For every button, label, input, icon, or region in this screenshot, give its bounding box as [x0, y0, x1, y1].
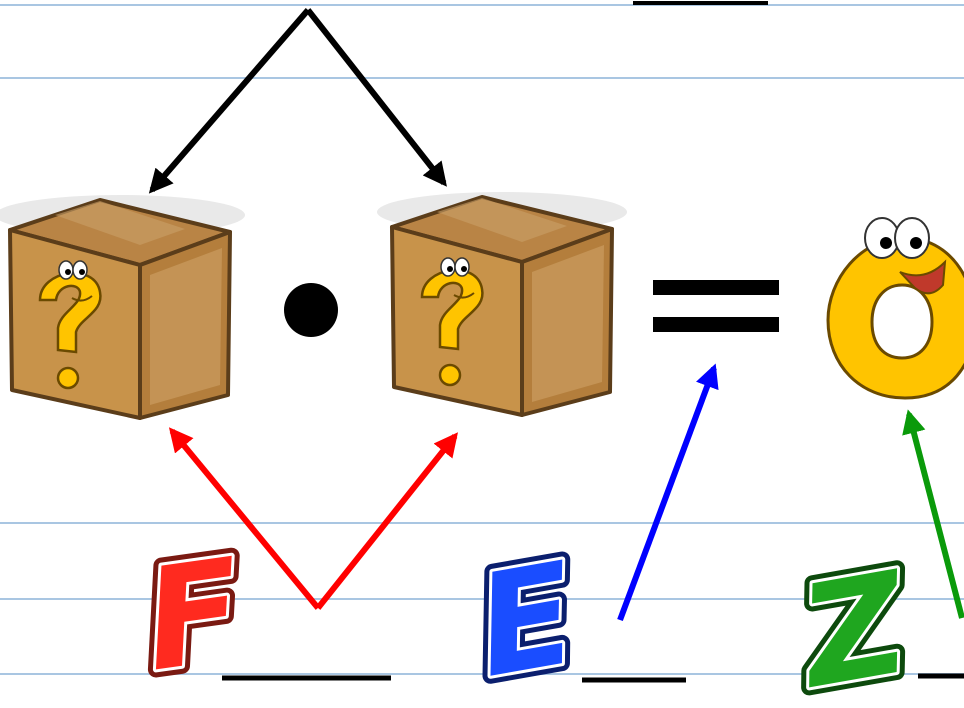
mystery-box-icon	[0, 193, 247, 420]
ruled-line	[0, 4, 964, 6]
equals-arrow	[617, 363, 719, 622]
top-arrows	[148, 8, 447, 194]
ruled-line	[0, 522, 964, 524]
ruled-line	[0, 673, 964, 675]
factor-arrows	[168, 427, 458, 610]
letter-e: E	[465, 533, 587, 708]
ruled-line	[0, 598, 964, 600]
cartoon-zero-icon	[826, 217, 964, 400]
letter-z-label: Z Z	[778, 534, 929, 708]
letter-z: Z	[786, 542, 921, 708]
mystery-box-icon	[375, 190, 629, 417]
ruled-line	[0, 77, 964, 79]
letter-e-label: E E	[457, 525, 595, 708]
equals-sign	[653, 280, 779, 332]
multiplication-dot	[284, 283, 338, 337]
zero-arrow	[902, 409, 964, 619]
